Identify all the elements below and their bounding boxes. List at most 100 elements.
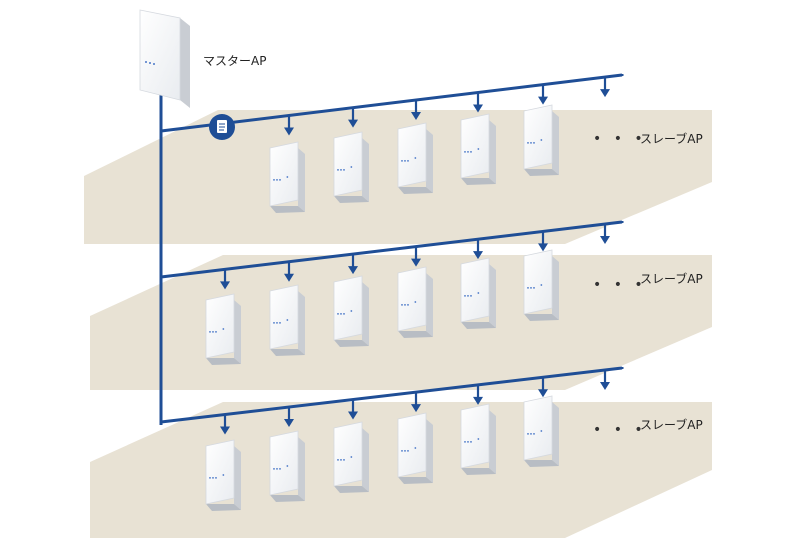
- ap-led: [279, 468, 281, 470]
- slave-ap-floor-2-5: [460, 257, 496, 329]
- ap-led: [276, 468, 278, 470]
- ap-led: [401, 160, 403, 162]
- ap-led: [467, 441, 469, 443]
- floor-2-ellipsis: • • •: [593, 277, 647, 293]
- ap-face: [333, 131, 363, 197]
- ap-led: [209, 331, 211, 333]
- ap-led: [212, 331, 214, 333]
- ap-led: [414, 447, 417, 449]
- ap-face: [523, 249, 553, 315]
- ap-face: [523, 104, 553, 170]
- ap-led: [533, 142, 535, 144]
- drop-arrow: [538, 243, 548, 252]
- slave-ap-floor-3-3: [333, 421, 369, 493]
- drop-arrow: [473, 104, 483, 113]
- ap-led: [276, 322, 278, 324]
- ap-side: [180, 18, 190, 108]
- ap-led: [470, 295, 472, 297]
- ap-led: [464, 441, 466, 443]
- ap-led: [477, 438, 480, 440]
- ap-led: [340, 459, 342, 461]
- ap-led: [477, 148, 480, 150]
- ap-face: [269, 430, 299, 496]
- ap-led: [467, 295, 469, 297]
- ap-side: [426, 273, 433, 337]
- ap-led: [343, 169, 345, 171]
- ap-led: [343, 313, 345, 315]
- ap-led: [286, 465, 289, 467]
- ap-side: [489, 120, 496, 184]
- ap-led: [467, 151, 469, 153]
- ap-face: [460, 257, 490, 323]
- slave-ap-floor-3-5: [460, 403, 496, 475]
- ap-led: [470, 441, 472, 443]
- slave-ap-floor-2-2: [269, 284, 305, 356]
- ap-led: [470, 151, 472, 153]
- ap-led: [530, 433, 532, 435]
- slave-ap-floor-1-2: [333, 131, 369, 203]
- ap-bottom: [334, 196, 369, 203]
- ap-side: [362, 282, 369, 346]
- ap-face: [523, 395, 553, 461]
- ap-led: [286, 176, 289, 178]
- drop-arrow: [284, 419, 294, 428]
- drop-arrow: [538, 389, 548, 398]
- ap-led: [533, 287, 535, 289]
- ap-led: [212, 477, 214, 479]
- ap-led: [337, 169, 339, 171]
- ap-bottom: [524, 314, 559, 321]
- drop-arrow: [411, 404, 421, 413]
- master-ap-device: [139, 9, 190, 108]
- drop-arrow: [220, 281, 230, 290]
- ap-bottom: [524, 460, 559, 467]
- ap-led: [407, 304, 409, 306]
- ap-face: [460, 403, 490, 469]
- ap-led: [477, 292, 480, 294]
- ap-side: [552, 256, 559, 320]
- ap-led: [464, 295, 466, 297]
- ap-face: [333, 275, 363, 341]
- ap-led: [464, 151, 466, 153]
- ap-bottom: [334, 340, 369, 347]
- ap-face: [205, 439, 235, 505]
- ap-face: [460, 113, 490, 179]
- ap-bottom: [334, 486, 369, 493]
- slave-ap-floor-2-1: [205, 293, 241, 365]
- ap-led: [222, 328, 225, 330]
- ap-face: [269, 141, 299, 207]
- ap-side: [362, 138, 369, 202]
- lines-layer: [159, 73, 624, 435]
- slave-ap-floor-1-4: [460, 113, 496, 185]
- floor-1-ellipsis: • • •: [593, 131, 647, 147]
- ap-led: [407, 160, 409, 162]
- slave-ap-floor-1-3: [397, 122, 433, 194]
- ap-led: [533, 433, 535, 435]
- ap-led: [401, 304, 403, 306]
- ap-led: [273, 468, 275, 470]
- ap-led: [414, 301, 417, 303]
- badge-layer: [209, 114, 235, 140]
- ap-bottom: [398, 477, 433, 484]
- ap-bottom: [461, 468, 496, 475]
- ap-led: [404, 304, 406, 306]
- ap-face: [397, 122, 427, 188]
- drop-arrow: [348, 411, 358, 420]
- ap-bottom: [270, 495, 305, 502]
- bus-line-floor-3: [160, 366, 623, 424]
- ap-led: [340, 313, 342, 315]
- master-ap-label: マスターAP: [203, 54, 267, 68]
- ap-bottom: [398, 331, 433, 338]
- drop-arrow: [473, 396, 483, 405]
- ap-led: [350, 310, 353, 312]
- ap-side: [234, 300, 241, 364]
- ap-bottom: [270, 349, 305, 356]
- ap-bottom: [206, 504, 241, 511]
- ap-led: [407, 450, 409, 452]
- ap-face: [269, 284, 299, 350]
- ap-side: [552, 402, 559, 466]
- slave-ap-floor-3-1: [205, 439, 241, 511]
- slave-ap-floor-2-6: [523, 249, 559, 321]
- ap-led: [350, 456, 353, 458]
- ap-led: [527, 433, 529, 435]
- ap-side: [298, 437, 305, 501]
